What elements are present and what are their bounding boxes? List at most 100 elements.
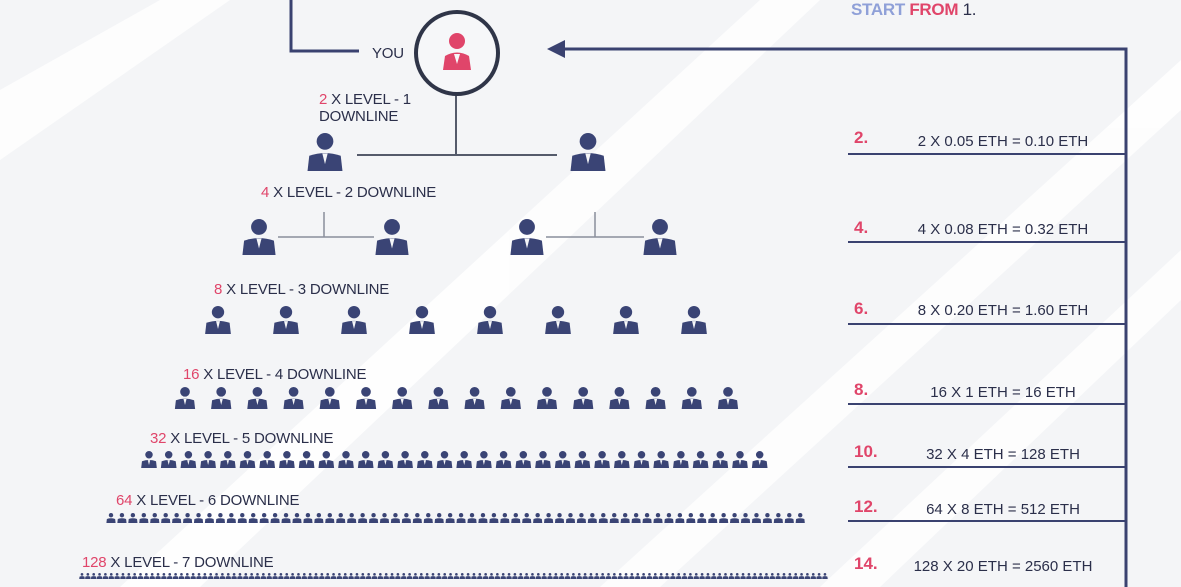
person-icon — [673, 451, 689, 468]
person-icon — [139, 513, 149, 523]
person-icon — [273, 306, 299, 334]
you-avatar — [414, 10, 500, 96]
person-icon — [576, 573, 583, 579]
person-icon — [792, 573, 799, 579]
person-icon — [613, 451, 630, 468]
level-5-label: 32 X LEVEL - 5 DOWNLINE — [150, 430, 333, 447]
level-2-text: X LEVEL - 2 DOWNLINE — [273, 184, 437, 201]
person-icon — [653, 513, 663, 523]
person-icon — [383, 573, 389, 579]
person-icon — [582, 573, 588, 579]
person-icon — [613, 306, 639, 334]
level-2-label: 4 X LEVEL - 2 DOWNLINE — [261, 184, 436, 201]
person-icon — [406, 573, 413, 579]
person-icon — [517, 573, 524, 579]
person-icon — [150, 513, 160, 523]
person-icon — [205, 306, 231, 334]
level-2-count: 4 — [261, 184, 270, 201]
person-icon — [576, 513, 587, 523]
person-icon — [705, 573, 711, 579]
person-icon — [573, 387, 594, 409]
person-icon — [131, 573, 138, 579]
reward-divider — [848, 466, 1126, 468]
person-icon — [605, 573, 612, 579]
reward-divider — [848, 323, 1126, 325]
person-icon — [547, 573, 553, 579]
person-icon — [412, 513, 422, 523]
person-icon — [219, 573, 226, 579]
person-icon — [155, 573, 161, 579]
person-icon — [211, 387, 232, 409]
person-icon — [128, 513, 138, 523]
person-icon — [365, 573, 372, 579]
person-icon — [172, 513, 182, 523]
person-icon — [114, 573, 120, 579]
reward-number: 10. — [854, 442, 878, 461]
person-icon — [283, 573, 290, 579]
person-icon — [594, 573, 600, 579]
person-icon — [279, 451, 295, 468]
you-label: YOU — [372, 45, 404, 62]
reward-equation: 32 X 4 ETH = 128 ETH — [926, 446, 1080, 463]
person-icon — [773, 513, 783, 523]
person-icon — [489, 513, 499, 523]
person-icon — [769, 573, 776, 579]
reward-divider — [848, 241, 1126, 243]
level-1-count: 2 — [319, 91, 328, 108]
person-icon — [354, 573, 360, 579]
person-icon — [225, 573, 232, 579]
person-icon — [692, 451, 709, 468]
level-4-count: 16 — [183, 366, 200, 383]
person-icon — [325, 513, 335, 523]
person-icon — [226, 513, 236, 523]
person-icon — [259, 513, 269, 523]
person-icon — [436, 573, 442, 579]
person-icon — [79, 573, 85, 579]
person-icon — [172, 573, 179, 579]
person-icon — [643, 219, 677, 255]
reward-equation: 16 X 1 ETH = 16 ETH — [930, 384, 1076, 401]
person-icon — [215, 513, 225, 523]
person-icon — [804, 573, 811, 579]
person-icon — [237, 513, 247, 523]
person-icon — [681, 306, 707, 334]
person-icon — [574, 451, 591, 468]
person-icon — [500, 387, 521, 409]
person-icon — [330, 573, 337, 579]
person-icon — [653, 451, 670, 468]
person-icon — [239, 451, 256, 468]
person-icon — [533, 513, 543, 523]
person-icon — [447, 573, 454, 579]
level-1-text2: DOWNLINE — [319, 108, 399, 125]
person-icon — [237, 573, 243, 579]
person-icon — [338, 451, 354, 468]
person-icon — [640, 573, 647, 579]
person-icon — [243, 573, 249, 579]
person-icon — [711, 573, 717, 579]
person-icon — [292, 513, 302, 523]
level-5-text: X LEVEL - 5 DOWNLINE — [170, 430, 334, 447]
person-icon — [699, 573, 705, 579]
person-icon — [740, 573, 746, 579]
return-arrow-line — [562, 47, 1128, 587]
person-icon — [392, 387, 413, 409]
person-icon — [506, 573, 512, 579]
person-icon — [535, 573, 542, 579]
person-icon — [313, 573, 319, 579]
person-icon — [428, 387, 449, 409]
reward-number: 8. — [854, 380, 869, 399]
person-icon — [645, 387, 666, 409]
person-icon — [247, 387, 268, 409]
person-icon — [242, 219, 276, 255]
person-icon — [471, 573, 477, 579]
person-icon — [401, 513, 411, 523]
person-icon — [161, 573, 167, 579]
person-icon — [775, 573, 781, 579]
person-icon — [377, 573, 384, 579]
person-icon — [347, 513, 357, 523]
person-icon — [184, 573, 191, 579]
person-icon — [412, 573, 419, 579]
level-6-label: 64 X LEVEL - 6 DOWNLINE — [116, 492, 299, 509]
person-icon — [464, 387, 485, 409]
